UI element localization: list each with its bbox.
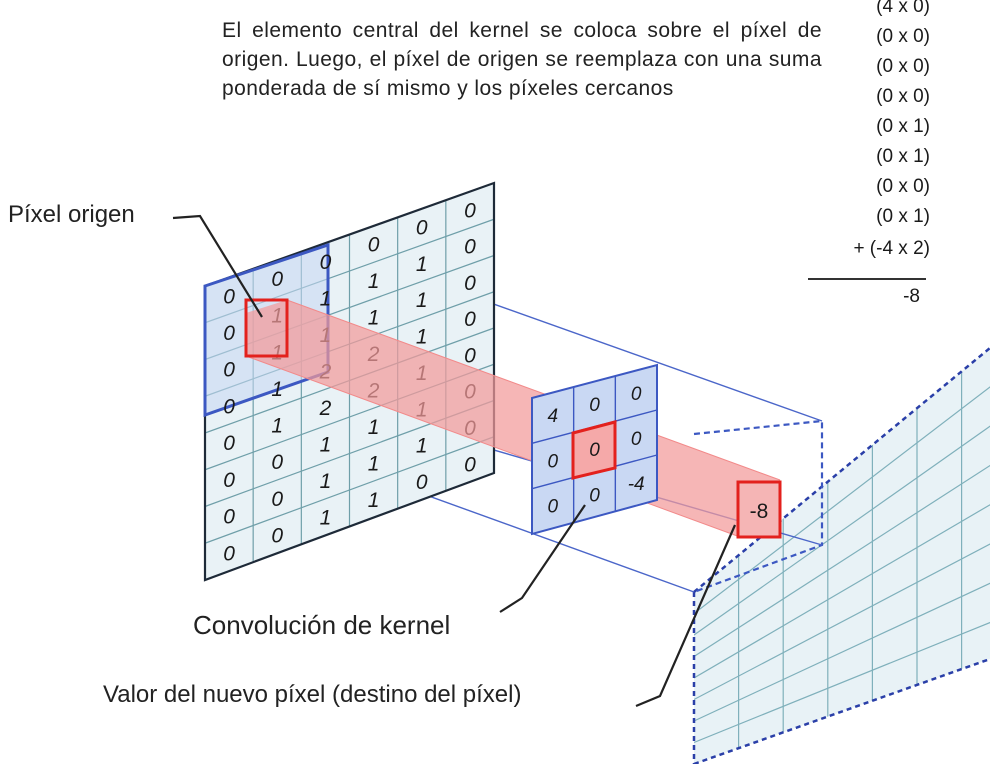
output-plane (692, 347, 990, 764)
source-cell-value: 1 (320, 470, 332, 493)
source-cell-value: 0 (271, 488, 283, 511)
source-cell-value: 0 (223, 395, 235, 418)
kernel-cell-value: -4 (628, 474, 645, 495)
calc-term: (0 x 0) (876, 26, 930, 47)
source-cell-value: 0 (223, 432, 235, 455)
output-pixel: -8 (736, 480, 782, 539)
source-cell-value: 0 (271, 451, 283, 474)
source-cell-value: 1 (320, 434, 332, 457)
calc-term: (0 x 0) (876, 86, 930, 107)
source-cell-value: 0 (464, 199, 476, 222)
source-cell-value: 0 (464, 272, 476, 295)
source-cell-value: 1 (416, 289, 428, 312)
new-pixel-label: Valor del nuevo píxel (destino del píxel… (103, 681, 522, 708)
source-cell-value: 0 (464, 308, 476, 331)
source-cell-value: 1 (416, 326, 428, 349)
source-cell-value: 0 (320, 251, 332, 274)
kernel-cell-value: 0 (548, 497, 559, 518)
calc-term: + (-4 x 2) (853, 238, 930, 259)
source-cell-value: 0 (464, 236, 476, 259)
calc-term: (0 x 1) (876, 116, 930, 137)
source-cell-value: 0 (223, 506, 235, 529)
kernel-cell-value: 0 (631, 429, 642, 450)
source-cell-value: 1 (271, 415, 283, 438)
source-cell-value: 1 (271, 378, 283, 401)
calc-term: (4 x 0) (876, 0, 930, 17)
kernel-cell-value: 0 (631, 384, 642, 405)
kernel-cell-value: 4 (548, 406, 559, 427)
source-cell-value: 2 (319, 397, 332, 420)
calc-term: (0 x 1) (876, 146, 930, 167)
kernel-cell-value: 0 (589, 440, 600, 461)
source-cell-value: 0 (223, 359, 235, 382)
source-cell-value: 1 (368, 307, 380, 330)
source-pixel-label: Píxel origen (8, 201, 135, 228)
source-cell-value: 0 (223, 542, 235, 565)
source-cell-value: 0 (271, 268, 283, 291)
kernel-center-highlight (571, 420, 617, 480)
source-cell-value: 0 (271, 524, 283, 547)
source-cell-value: 1 (416, 435, 428, 458)
output-pixel-value: -8 (750, 500, 769, 523)
kernel-label: Convolución de kernel (193, 610, 451, 640)
source-cell-value: 0 (464, 344, 476, 367)
source-cell-value: 0 (223, 469, 235, 492)
source-cell-value: 1 (416, 253, 428, 276)
sum-rule (808, 278, 926, 280)
source-cell-value: 0 (416, 471, 428, 494)
kernel-grid: 4 0 0 0 0 0 0 0 -4 (531, 363, 658, 536)
source-cell-value: 0 (416, 216, 428, 239)
source-cell-value: 0 (223, 322, 235, 345)
kernel-cell-value: 0 (589, 395, 600, 416)
kernel-cell-value: 0 (548, 451, 559, 472)
source-cell-value: 1 (320, 507, 332, 530)
description-text: El elemento central del kernel se coloca… (222, 19, 822, 100)
source-cell-value: 1 (320, 287, 332, 310)
calc-result: -8 (903, 286, 920, 307)
source-cell-value: 1 (368, 270, 380, 293)
leader-lines (172, 214, 737, 708)
source-pixel-highlight (244, 298, 289, 358)
source-cell-value: 0 (223, 285, 235, 308)
calc-term: (0 x 1) (876, 206, 930, 227)
source-cell-value: 1 (368, 489, 380, 512)
kernel-cell-value: 0 (589, 485, 600, 506)
source-cell-value: 1 (368, 452, 380, 475)
source-cell-value: 1 (368, 416, 380, 439)
calc-term: (0 x 0) (876, 176, 930, 197)
source-cell-value: 0 (368, 234, 380, 257)
calc-term: (0 x 0) (876, 56, 930, 77)
source-cell-value: 0 (464, 453, 476, 476)
